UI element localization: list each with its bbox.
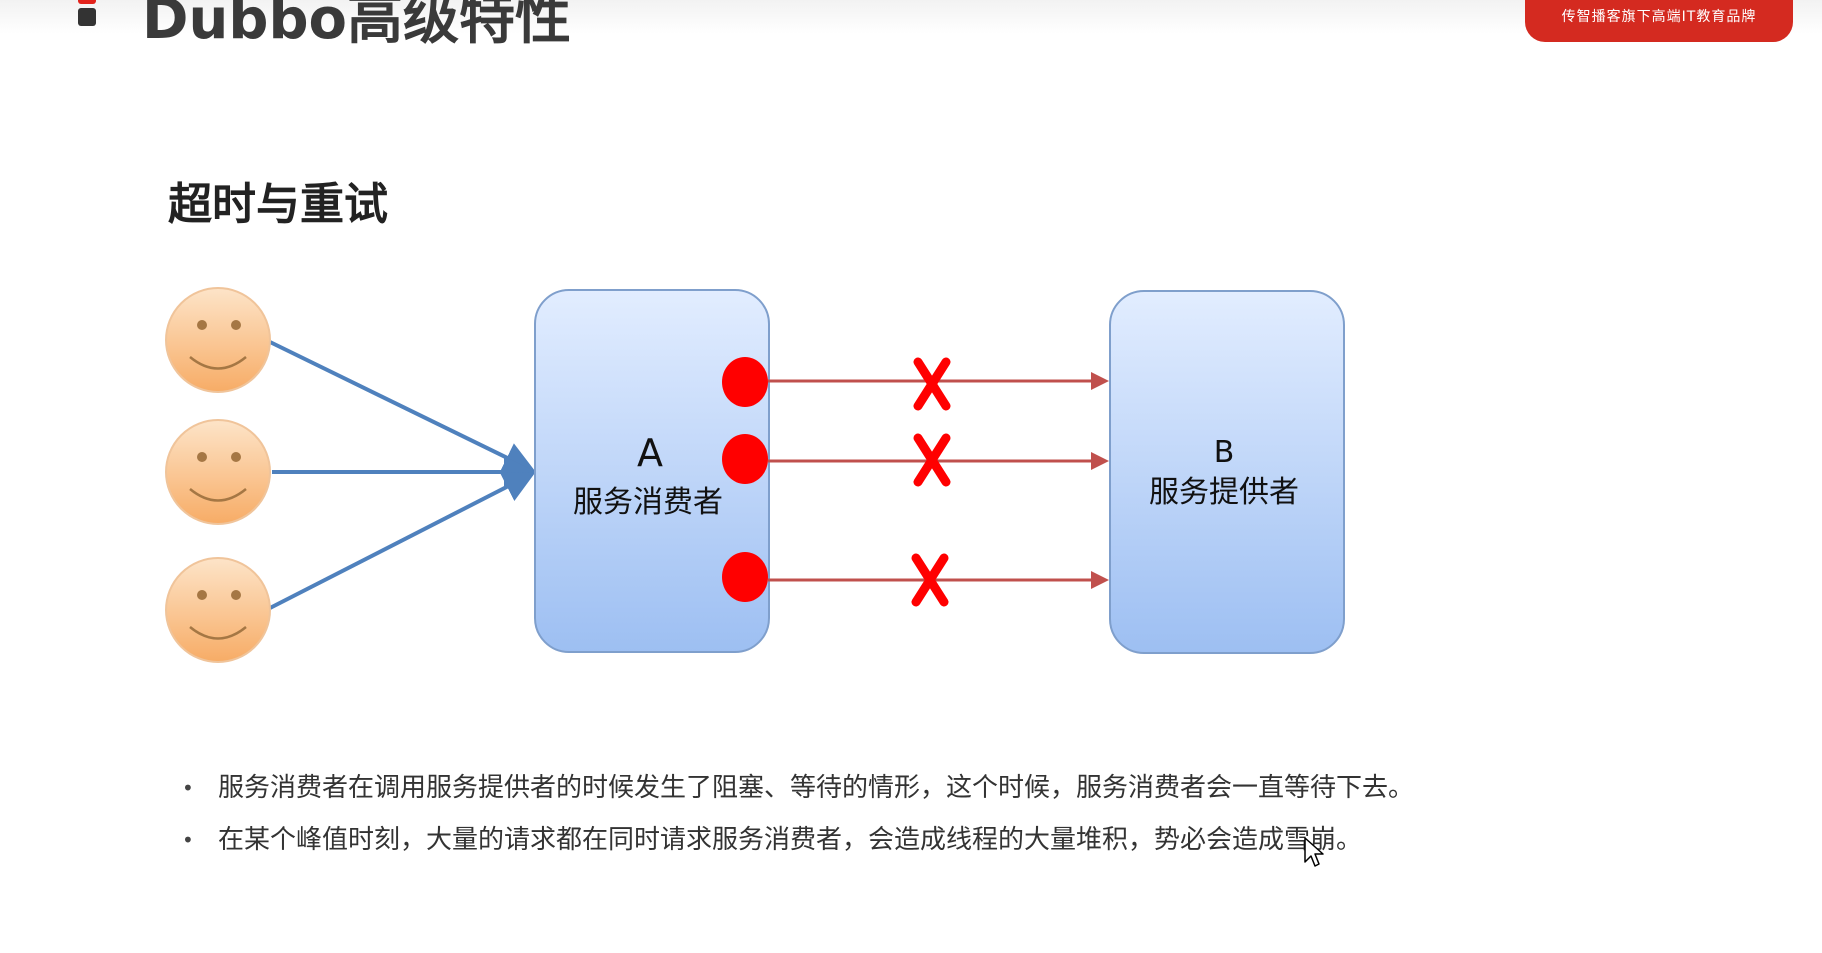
x-mark-icon: [913, 433, 951, 487]
blocked-thread-icon: [722, 552, 768, 602]
smiley-face-icon: [165, 287, 271, 393]
x-mark-icon: [911, 553, 949, 607]
bullet-item: • 服务消费者在调用服务提供者的时候发生了阻塞、等待的情形，这个时候，服务消费者会…: [178, 762, 1414, 814]
consumer-letter: A: [637, 431, 663, 475]
blocked-thread-icon: [722, 357, 768, 407]
header-title: Dubbo高级特性: [142, 0, 571, 52]
smiley-face-icon: [165, 419, 271, 525]
blocked-thread-icon: [722, 434, 768, 484]
bullet-item: • 在某个峰值时刻，大量的请求都在同时请求服务消费者，会造成线程的大量堆积，势必会…: [178, 814, 1414, 866]
mouse-pointer-icon: [1304, 837, 1324, 867]
bullet-dot: •: [182, 828, 194, 852]
header-logo-mark: [78, 0, 96, 26]
provider-label: 服务提供者: [1149, 475, 1299, 510]
provider-letter: B: [1214, 435, 1235, 470]
smiley-face-icon: [165, 557, 271, 663]
consumer-box: [534, 289, 770, 653]
bullet-text: 在某个峰值时刻，大量的请求都在同时请求服务消费者，会造成线程的大量堆积，势必会造…: [218, 825, 1363, 855]
consumer-label: 服务消费者: [573, 485, 723, 520]
bullet-dot: •: [182, 776, 194, 800]
request-arrow-1: [269, 340, 536, 473]
slide-title: 超时与重试: [168, 179, 388, 230]
request-arrow-3: [269, 472, 536, 610]
x-mark-icon: [913, 357, 951, 411]
provider-box: [1109, 290, 1345, 654]
brand-badge: 传智播客旗下高端IT教育品牌: [1525, 0, 1793, 42]
bullet-text: 服务消费者在调用服务提供者的时候发生了阻塞、等待的情形，这个时候，服务消费者会一…: [218, 773, 1415, 803]
bullet-list: • 服务消费者在调用服务提供者的时候发生了阻塞、等待的情形，这个时候，服务消费者会…: [178, 762, 1414, 866]
header-bar: Dubbo高级特性: [0, 0, 1822, 52]
